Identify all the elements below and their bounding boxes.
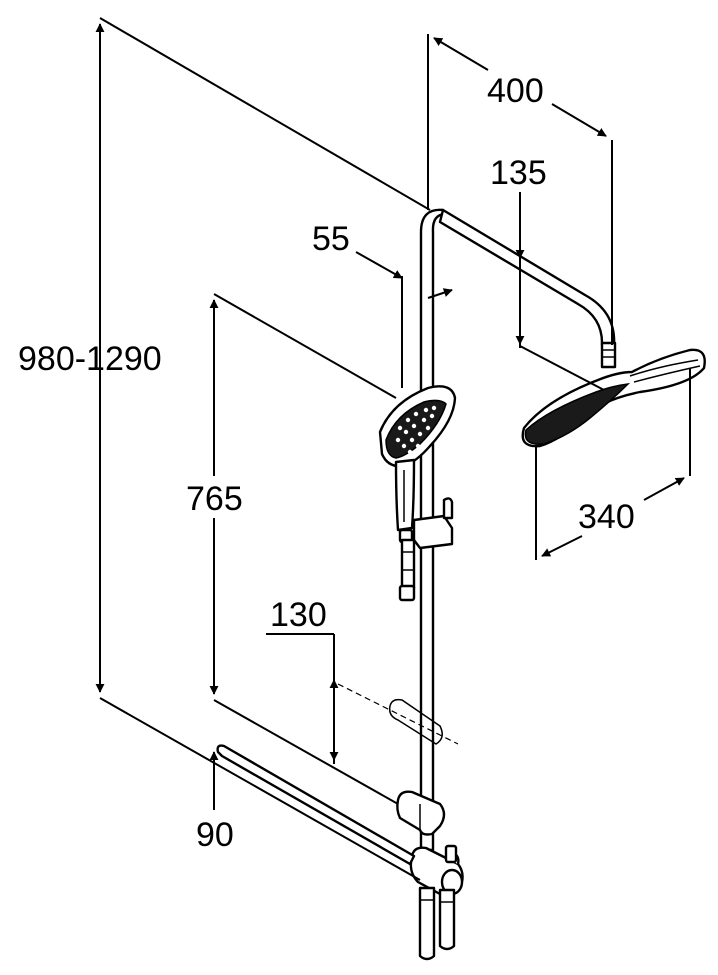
- label-head-width: 340: [578, 498, 635, 536]
- shower-system-parts: [216, 208, 706, 961]
- label-total-height: 980-1290: [18, 340, 162, 378]
- label-arm-length: 400: [487, 72, 544, 110]
- head-connector: [600, 341, 617, 369]
- label-head-drop: 135: [490, 154, 547, 192]
- dimension-lines: [95, 17, 691, 881]
- dim-total-height: [95, 17, 431, 881]
- dim-hand-offset: [355, 251, 453, 388]
- dim-head-width: [535, 368, 691, 560]
- dim-slide-height: [209, 293, 399, 805]
- shelf-outline: [337, 683, 459, 745]
- overhead-shower-head: [521, 348, 706, 448]
- dim-arm-length: [427, 34, 613, 345]
- wall-bracket: [216, 744, 416, 866]
- lower-clamp: [396, 790, 446, 836]
- mixer-valve: [409, 844, 464, 897]
- inlet-pipes: [418, 886, 456, 961]
- label-hand-offset: 55: [312, 220, 350, 258]
- label-wall-offset: 90: [196, 816, 234, 854]
- overhead-arm: [438, 208, 616, 347]
- label-slide-height: 765: [186, 480, 243, 518]
- hand-shower-holder: [398, 497, 454, 550]
- label-shelf-spacing: 130: [270, 596, 327, 634]
- hand-shower-head: [378, 385, 457, 532]
- dimension-labels: 980-1290 400 135 55 765 340 130 90: [18, 72, 635, 854]
- dim-shelf-spacing: [266, 633, 339, 764]
- dim-head-drop: [515, 192, 605, 391]
- shower-hose: [398, 538, 416, 602]
